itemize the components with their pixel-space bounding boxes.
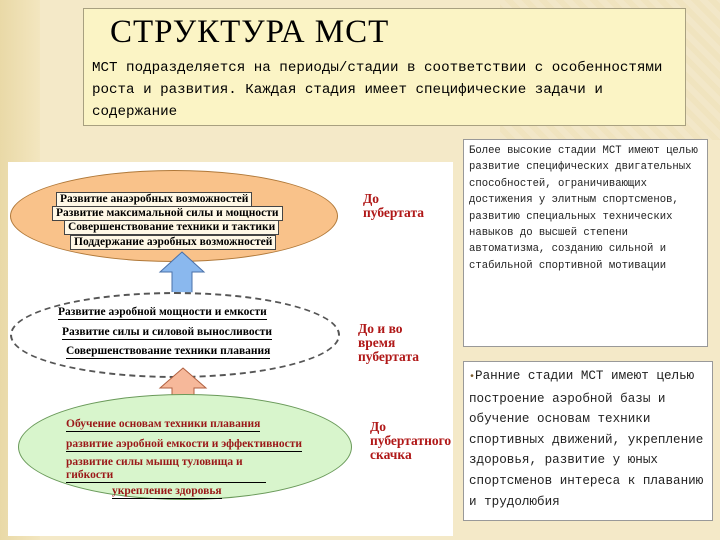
stage-top-label: До пубертата bbox=[363, 191, 424, 220]
title-box bbox=[83, 8, 686, 126]
stage-bottom-item: развитие силы мышц туловища и гибкости bbox=[66, 456, 266, 483]
stage-bottom-item: укрепление здоровья bbox=[112, 485, 222, 499]
stage-middle-item: Совершенствование техники плавания bbox=[66, 345, 271, 359]
stage-middle-item: Развитие силы и силовой выносливости bbox=[62, 326, 273, 340]
stage-diagram: Развитие анаэробных возможностей Развити… bbox=[8, 162, 453, 536]
stage-bottom-item: развитие аэробной емкости и эффективност… bbox=[66, 438, 303, 452]
bullet-icon: • bbox=[469, 372, 476, 383]
stage-top-item: Поддержание аэробных возможностей bbox=[70, 235, 277, 250]
note-early-stages-text: Ранние стадии МСТ имеют целью построение… bbox=[469, 369, 704, 509]
slide-subtitle: МСТ подразделяется на периоды/стадии в с… bbox=[92, 60, 663, 120]
note-higher-stages: Более высокие стадии МСТ имеют целью раз… bbox=[463, 139, 708, 347]
stage-middle-label: До и во время пубертата bbox=[358, 321, 419, 364]
stage-top-item: Развитие максимальной силы и мощности bbox=[52, 206, 283, 221]
stage-middle-ellipse bbox=[10, 292, 340, 378]
note-early-stages: •Ранние стадии МСТ имеют целью построени… bbox=[463, 361, 713, 521]
stage-middle-item: Развитие аэробной мощности и емкости bbox=[58, 306, 267, 320]
stage-bottom-item: Обучение основам техники плавания bbox=[66, 418, 261, 432]
slide-title: СТРУКТУРА МСТ bbox=[110, 14, 390, 50]
stage-top-item: Совершенствование техники и тактики bbox=[64, 220, 280, 235]
stage-bottom-label: До пубертатного скачка bbox=[370, 419, 452, 462]
stage-top-item: Развитие анаэробных возможностей bbox=[56, 192, 253, 207]
